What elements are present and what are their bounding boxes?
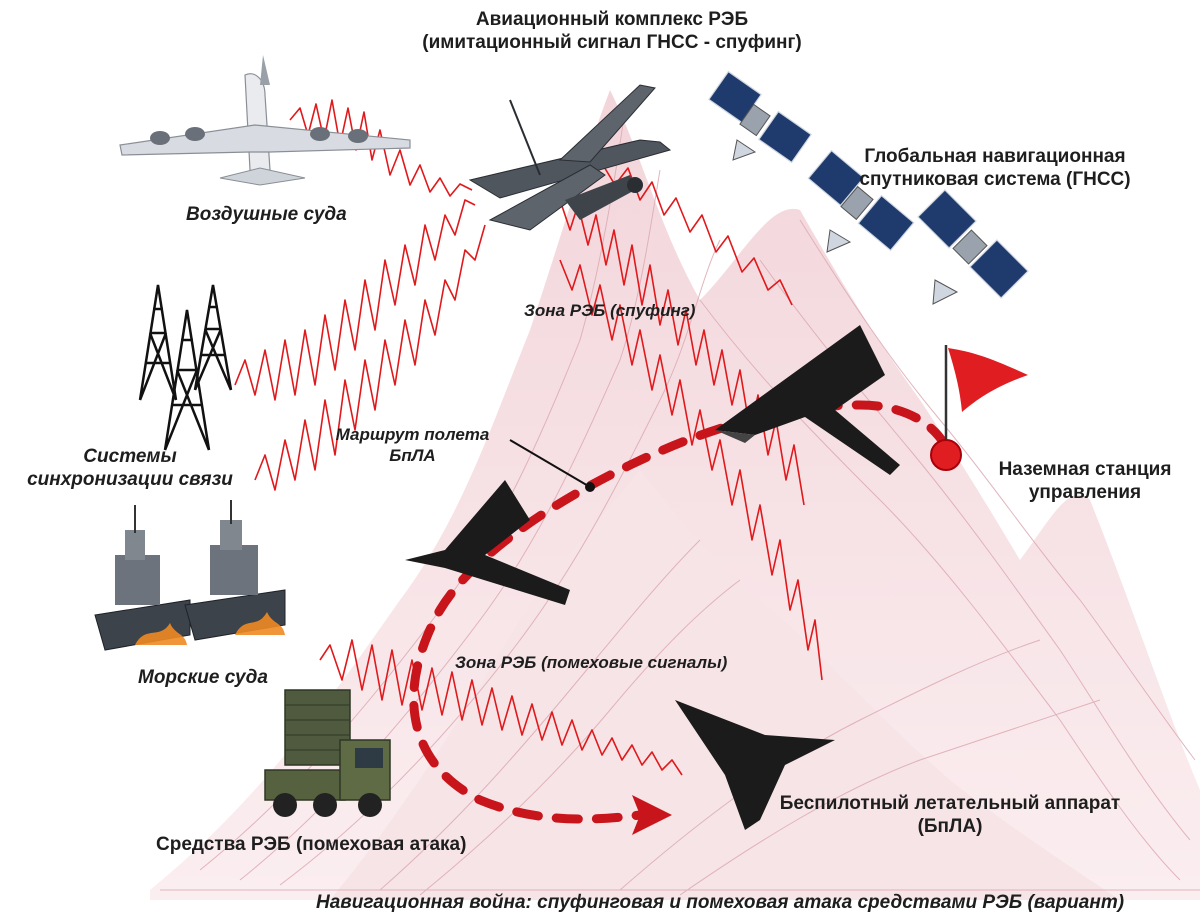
sync-systems-label-line1: Системы — [83, 446, 177, 467]
sync-systems-label-line2: синхронизации связи — [27, 469, 233, 490]
warship-icon — [94, 505, 191, 651]
sync-systems-label: Системы синхронизации связи — [20, 445, 240, 491]
drone-icon — [715, 325, 900, 475]
ships-label: Морские суда — [138, 667, 268, 688]
signal-ships — [254, 224, 486, 491]
airliners-label: Воздушные суда — [186, 204, 347, 225]
flight-route-label-line1: Маршрут полета — [335, 425, 490, 444]
ew-aircraft-label-line1: Авиационный комплекс РЭБ — [475, 9, 749, 30]
drone-icon — [405, 480, 570, 605]
ground-station-label-line1: Наземная станция — [998, 459, 1172, 480]
route-arrowhead — [632, 795, 672, 835]
flight-route-label-line2: БпЛА — [389, 446, 436, 465]
signal-ground — [319, 639, 683, 776]
ew-aircraft-label-line2: (имитационный сигнал ГНСС - спуфинг) — [422, 32, 802, 53]
flight-route — [409, 400, 950, 824]
signal-mid — [559, 259, 823, 681]
gnss-label-line1: Глобальная навигационная — [864, 146, 1126, 167]
satellite-icon — [917, 189, 1029, 305]
jam-zone-label: Зона РЭБ (помеховые сигналы) — [455, 653, 728, 672]
signal-airliner — [289, 99, 473, 197]
uav-label: Беспилотный летательный аппарат (БпЛА) — [770, 792, 1130, 838]
drone-icon — [675, 700, 835, 830]
figure-caption: Навигационная война: спуфинговая и помех… — [316, 892, 1125, 913]
ew-truck-icon — [264, 689, 391, 817]
radio-tower-icon — [138, 284, 233, 451]
signal-waves — [234, 99, 823, 776]
warship-icon — [184, 500, 286, 641]
uav-label-line2: (БпЛА) — [917, 816, 983, 837]
ground-station-label-line2: управления — [1028, 482, 1142, 503]
ew-aircraft-icon — [468, 84, 672, 231]
gnss-label: Глобальная навигационная спутниковая сис… — [845, 145, 1145, 191]
airliner-icon — [119, 55, 411, 186]
satellite-icon — [807, 149, 915, 253]
uav-label-line1: Беспилотный летательный аппарат — [779, 793, 1121, 814]
gnss-label-line2: спутниковая система (ГНСС) — [859, 169, 1131, 190]
spoof-zone-label: Зона РЭБ (спуфинг) — [524, 301, 696, 320]
route-pointer-dot — [585, 482, 595, 492]
flight-route-label: Маршрут полета БпЛА — [330, 424, 495, 466]
flag-icon — [930, 345, 1028, 471]
ew-aircraft-label: Авиационный комплекс РЭБ (имитационный с… — [392, 8, 832, 54]
ground-station-label: Наземная станция управления — [990, 458, 1180, 504]
signal-towers — [234, 199, 476, 401]
route-pointer-line — [509, 439, 591, 488]
satellite-icon — [708, 70, 812, 164]
ew-ground-label: Средства РЭБ (помеховая атака) — [156, 834, 467, 855]
